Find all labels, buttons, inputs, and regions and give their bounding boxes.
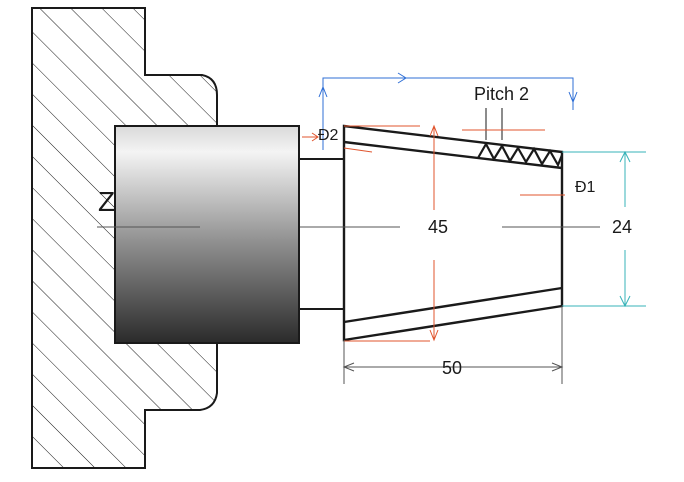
pitch-label: Pitch 2: [474, 84, 529, 104]
taper-upper-edge: [343, 140, 563, 170]
dim-45-top-arrow: [429, 124, 439, 137]
small-diameter-label: 24: [612, 217, 632, 237]
dim-24-top-arrow: [619, 150, 631, 163]
top-dimension-arrow: [397, 72, 407, 84]
dim-24-bottom-arrow: [619, 295, 631, 308]
dim-45-bottom-arrow: [429, 329, 439, 342]
dim-50-left-arrow: [342, 362, 355, 372]
top-dimension-line: [322, 77, 574, 110]
thread-teeth: [477, 141, 564, 168]
z-axis-label: Z: [98, 186, 115, 217]
chuck-block: [114, 125, 300, 344]
right-down-arrow: [568, 91, 578, 104]
taper-lower-edge: [343, 286, 563, 324]
big-diameter-label: 45: [428, 217, 448, 237]
d1-label: Ð1: [575, 179, 596, 196]
d2-red-arrow: [343, 147, 373, 153]
d2-label: Ð2: [318, 127, 339, 144]
workpiece-neck: [298, 158, 345, 310]
length-label: 50: [442, 358, 462, 378]
dim-50-right-arrow: [551, 362, 564, 372]
d2-left-arrow: [302, 132, 319, 142]
